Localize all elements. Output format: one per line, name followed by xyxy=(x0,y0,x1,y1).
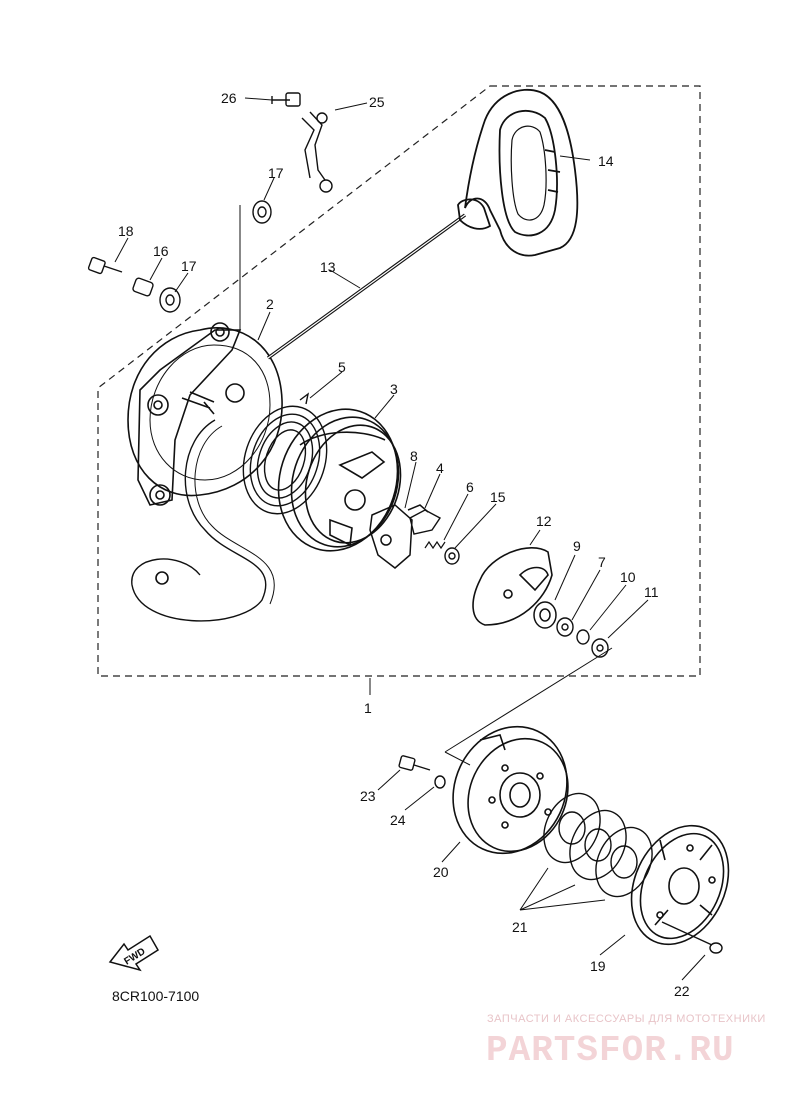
callout-26: 26 xyxy=(221,90,237,106)
callout-15: 15 xyxy=(490,489,506,505)
collar-17-left xyxy=(159,287,181,313)
washer-15 xyxy=(444,547,460,565)
watermark: ЗАПЧАСТИ И АКСЕССУАРЫ ДЛЯ МОТОТЕХНИКИ PA… xyxy=(486,1013,766,1071)
bolt-18 xyxy=(87,256,123,275)
drive-plate-12 xyxy=(472,547,553,626)
drive-pawl xyxy=(369,504,429,569)
callout-5: 5 xyxy=(338,359,346,375)
callout-6: 6 xyxy=(466,479,474,495)
spring-6 xyxy=(424,540,446,550)
collar-16 xyxy=(132,277,154,297)
callout-labels: 26 25 14 17 18 16 17 13 2 5 3 8 4 6 15 1… xyxy=(118,90,690,999)
callout-20: 20 xyxy=(433,864,449,880)
screw-22 xyxy=(661,921,723,954)
callout-7: 7 xyxy=(598,554,606,570)
callout-21: 21 xyxy=(512,919,528,935)
callout-22: 22 xyxy=(674,983,690,999)
callout-13: 13 xyxy=(320,259,336,275)
callout-9: 9 xyxy=(573,538,581,554)
callout-10: 10 xyxy=(620,569,636,585)
fwd-arrow-icon: FWD xyxy=(108,934,160,972)
bolt-23 xyxy=(398,755,431,771)
recoil-spring xyxy=(242,392,328,515)
callout-24: 24 xyxy=(390,812,406,828)
callout-1: 1 xyxy=(364,700,372,716)
assembly-boundary xyxy=(97,85,701,677)
callout-18: 18 xyxy=(118,223,134,239)
flywheel-plate-19 xyxy=(630,824,730,946)
callout-12: 12 xyxy=(536,513,552,529)
callout-14: 14 xyxy=(598,153,614,169)
callout-19: 19 xyxy=(590,958,606,974)
washer-10 xyxy=(576,629,590,645)
callout-4: 4 xyxy=(436,460,444,476)
pawl-spring xyxy=(409,509,442,535)
callout-23: 23 xyxy=(360,788,376,804)
starter-housing xyxy=(127,322,283,622)
bracket-25 xyxy=(301,111,333,193)
shims-21 xyxy=(543,792,653,898)
collar-17-top xyxy=(239,200,272,330)
starter-rope xyxy=(266,213,467,360)
callout-11: 11 xyxy=(644,584,659,600)
callout-17-top: 17 xyxy=(268,165,284,181)
diagram-code: 8CR100-7100 xyxy=(112,988,199,1004)
washer-24 xyxy=(434,775,446,789)
washer-7 xyxy=(556,617,574,637)
callout-25: 25 xyxy=(369,94,385,110)
callout-16: 16 xyxy=(153,243,169,259)
bolt-26 xyxy=(271,92,301,107)
callout-17-left: 17 xyxy=(181,258,197,274)
starter-handle xyxy=(457,88,579,257)
callout-3: 3 xyxy=(390,381,398,397)
watermark-tagline: ЗАПЧАСТИ И АКСЕССУАРЫ ДЛЯ МОТОТЕХНИКИ xyxy=(487,1013,766,1025)
callout-8: 8 xyxy=(410,448,418,464)
starter-cup-20 xyxy=(452,725,569,855)
leader-lines xyxy=(114,97,706,981)
nut-11 xyxy=(591,638,609,658)
starter-pulley xyxy=(277,408,402,552)
washer-9 xyxy=(533,601,557,629)
callout-2: 2 xyxy=(266,296,274,312)
watermark-logo: PARTSFOR.RU xyxy=(486,1030,735,1071)
